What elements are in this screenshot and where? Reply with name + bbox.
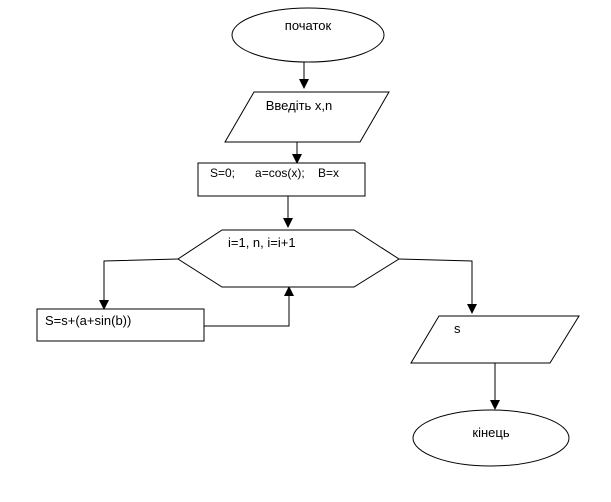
edge-loop-to-output: [398, 258, 477, 314]
input-label: Введіть x,n: [266, 98, 333, 113]
input-node: Введіть x,n: [224, 91, 390, 143]
edge-loop-to-body: [99, 258, 179, 310]
init-label: S=0; a=cos(x); B=x: [210, 166, 339, 180]
body-label: S=s+(a+sin(b)): [45, 313, 131, 328]
edge-body-to-loop: [204, 286, 294, 327]
output-node: s: [410, 315, 580, 364]
start-node: початок: [231, 7, 385, 63]
start-label: початок: [285, 18, 332, 33]
end-node: кінець: [412, 409, 570, 467]
loop-node: i=1, n, i=i+1: [177, 229, 400, 288]
body-node: S=s+(a+sin(b)): [36, 308, 205, 342]
end-label: кінець: [472, 425, 509, 440]
loop-label: i=1, n, i=i+1: [228, 235, 296, 250]
init-node: S=0; a=cos(x); B=x: [197, 162, 366, 197]
output-label: s: [454, 321, 461, 336]
